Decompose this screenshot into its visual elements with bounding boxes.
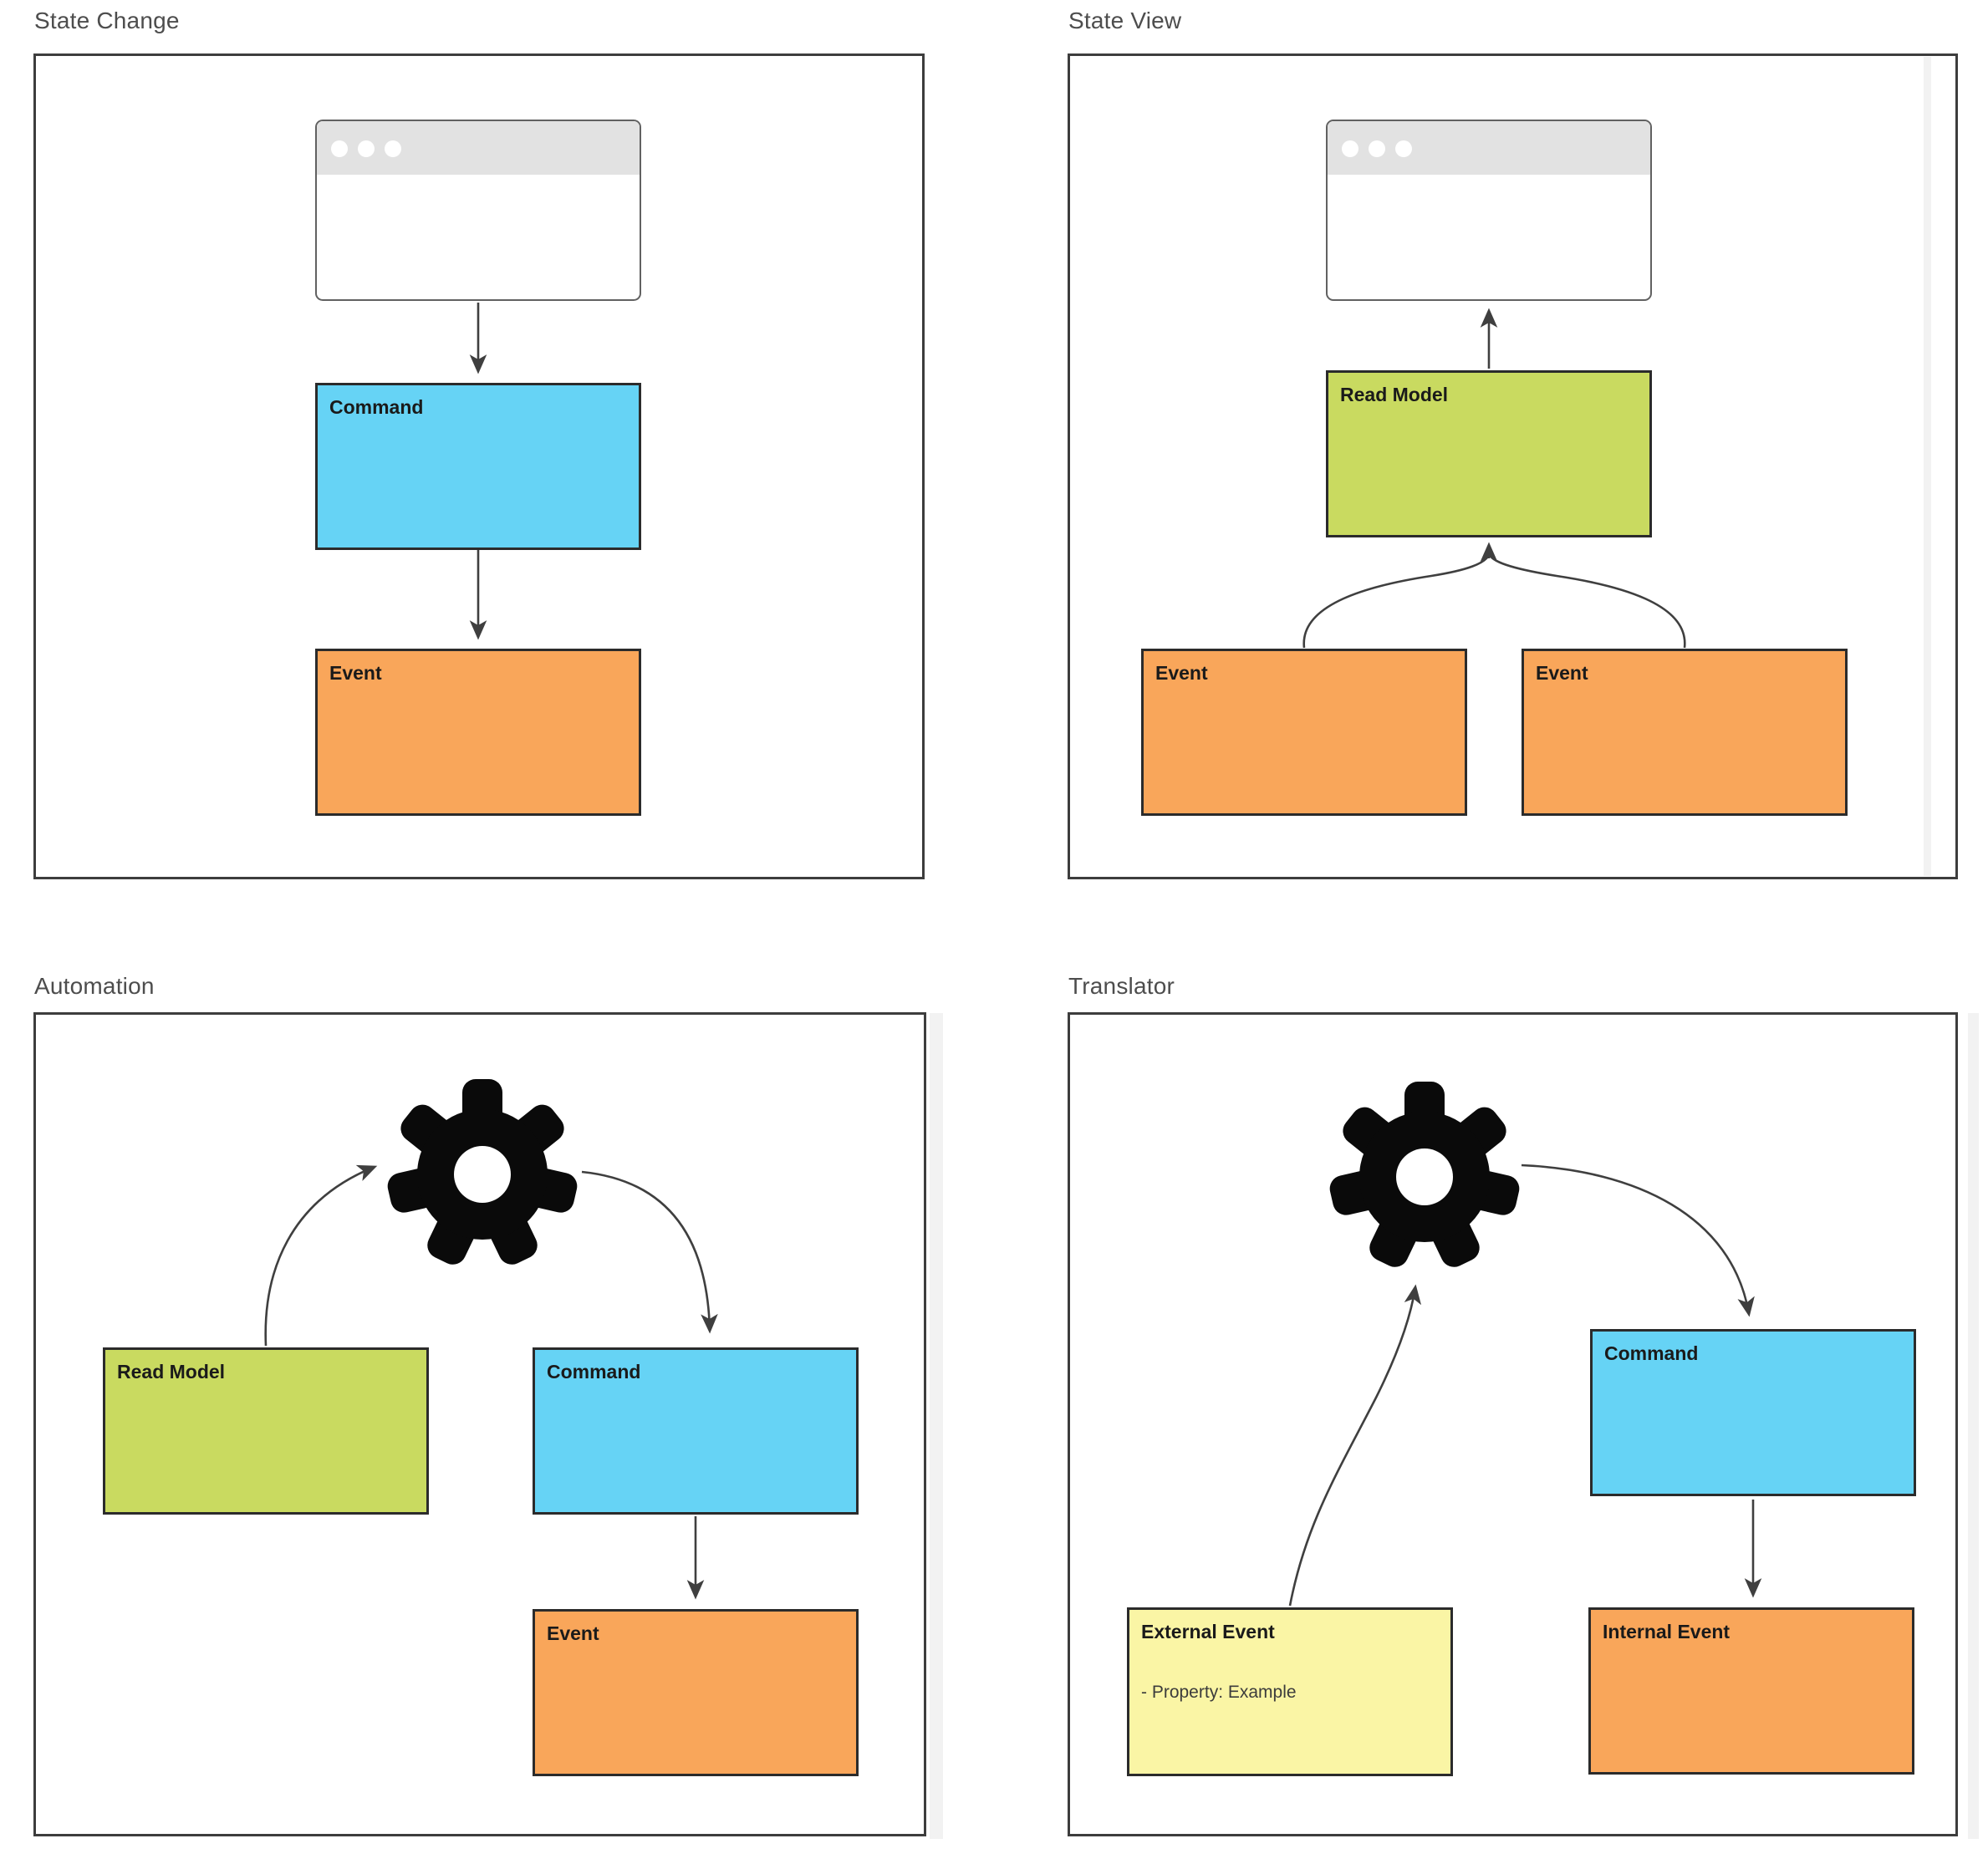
browser-window-header (1328, 121, 1650, 175)
window-dot-icon (1369, 140, 1385, 157)
scroll-strip-state-view (1924, 57, 1931, 876)
box-label: Event (329, 662, 382, 684)
command-box-translator: Command (1590, 1329, 1916, 1496)
browser-window-state-change (315, 120, 641, 301)
read-model-box-state-view: Read Model (1326, 370, 1652, 537)
browser-window-header (317, 121, 640, 175)
box-label: External Event (1141, 1621, 1275, 1642)
scroll-strip-translator (1968, 1013, 1979, 1839)
box-label: Event (1155, 662, 1208, 684)
box-label: Event (1536, 662, 1588, 684)
external-event-box-translator: External Event - Property: Example (1127, 1607, 1453, 1776)
command-box-automation: Command (533, 1347, 859, 1515)
box-label: Internal Event (1603, 1621, 1731, 1642)
panel-title-translator: Translator (1068, 973, 1175, 999)
panel-title-automation: Automation (34, 973, 155, 999)
window-dot-icon (385, 140, 401, 157)
window-dot-icon (331, 140, 348, 157)
command-box-state-change: Command (315, 383, 641, 550)
box-label: Event (547, 1622, 599, 1644)
event-box-automation: Event (533, 1609, 859, 1776)
event-box-state-view-right: Event (1522, 649, 1848, 816)
event-box-state-change: Event (315, 649, 641, 816)
window-dot-icon (1342, 140, 1358, 157)
box-label: Read Model (1340, 384, 1449, 405)
scroll-strip-automation (930, 1013, 943, 1839)
read-model-box-automation: Read Model (103, 1347, 429, 1515)
box-label: Read Model (117, 1361, 226, 1383)
panel-title-state-change: State Change (34, 8, 180, 33)
event-box-state-view-left: Event (1141, 649, 1467, 816)
window-dot-icon (358, 140, 375, 157)
box-label: Command (1604, 1342, 1699, 1364)
panel-title-state-view: State View (1068, 8, 1182, 33)
box-label: Command (547, 1361, 641, 1383)
external-event-property: - Property: Example (1141, 1682, 1297, 1702)
box-label: Command (329, 396, 424, 418)
window-dot-icon (1395, 140, 1412, 157)
browser-window-state-view (1326, 120, 1652, 301)
internal-event-box-translator: Internal Event (1588, 1607, 1914, 1775)
